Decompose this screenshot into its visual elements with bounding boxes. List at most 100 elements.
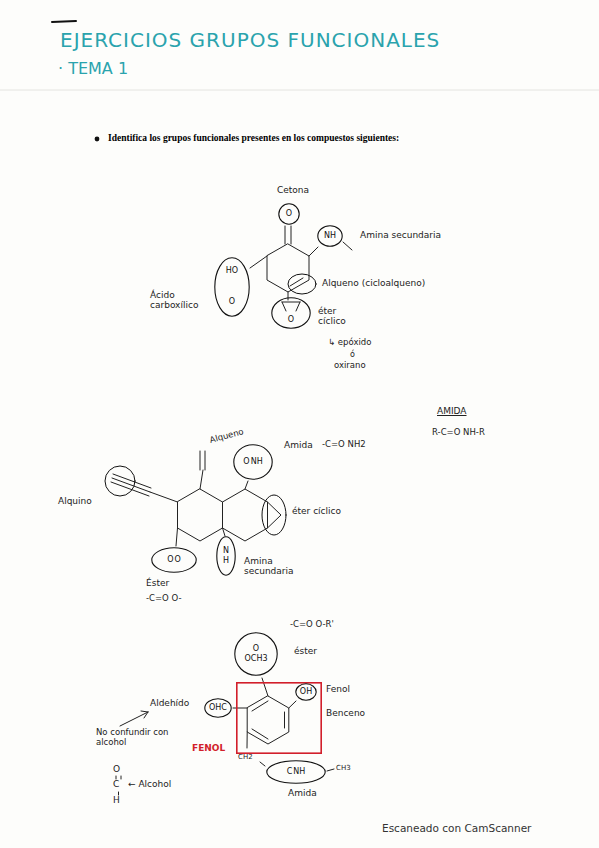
- atom-label: O: [167, 556, 173, 565]
- circle-border: [205, 699, 231, 717]
- annotation: -C=O NH2: [322, 440, 366, 450]
- atom-label: C: [287, 768, 293, 777]
- annotation: Fenol: [326, 684, 350, 694]
- circle-border: [267, 761, 325, 783]
- pen-stroke: [52, 21, 76, 22]
- annotation: H: [113, 795, 120, 805]
- circle-border: [279, 204, 299, 224]
- atom-label: NH: [293, 768, 305, 777]
- atom-label: O: [175, 556, 181, 565]
- annotation: R-C=O NH-R: [432, 428, 485, 438]
- annotation: Alquino: [58, 496, 92, 506]
- annotation: éter cíclico: [318, 306, 363, 327]
- amine-bonds: [309, 242, 352, 256]
- atom-label: OHC: [209, 704, 227, 713]
- ester-amine-bonds: [176, 528, 225, 546]
- epoxide-bonds: [282, 292, 300, 311]
- group-circle: O: [271, 297, 311, 329]
- acid-bond: [250, 256, 267, 268]
- benzene-double-bonds: [252, 701, 285, 739]
- circle-border: [217, 537, 235, 575]
- box-border: [237, 683, 321, 753]
- epoxide-bonds: [268, 502, 282, 528]
- annotation: O: [113, 764, 120, 774]
- group-circle: O: [278, 203, 300, 225]
- annotation: Benceno: [326, 708, 365, 718]
- group-circle: CNH: [266, 760, 326, 784]
- sheet-edge: [0, 90, 599, 91]
- alkene-double-bond: [290, 278, 303, 286]
- annotation: C: [113, 779, 119, 789]
- ring-bonds: [178, 489, 223, 541]
- annotation: Aldehído: [150, 698, 189, 708]
- topic-heading: · TEMA 1: [58, 60, 128, 78]
- atom-label: H: [223, 557, 229, 566]
- atom-label: O: [253, 645, 259, 654]
- instruction: Identifica los grupos funcionales presen…: [108, 133, 399, 144]
- annotation: AMIDA: [437, 406, 467, 416]
- atom-label: O: [243, 458, 249, 467]
- annotation: ó: [350, 350, 355, 359]
- annotation: Alqueno (cicloalqueno): [322, 278, 425, 288]
- group-circle: HO O: [214, 257, 250, 317]
- amide-bond: [245, 481, 248, 489]
- annotation: CH3: [336, 764, 351, 772]
- circle-border: [235, 633, 277, 675]
- ketone-bond: [285, 226, 291, 244]
- group-circle: NH: [317, 225, 343, 247]
- atom-label: O: [229, 298, 235, 307]
- atom-label: O: [286, 210, 292, 219]
- group-circle: ONH: [233, 444, 273, 480]
- annotation: oxirano: [334, 361, 366, 371]
- epoxide-mark: [262, 495, 286, 535]
- circle-border: [234, 445, 272, 479]
- atom-label: O: [288, 316, 294, 325]
- group-circle: NH: [216, 536, 236, 576]
- annotation: Ácido carboxílico: [150, 290, 210, 311]
- circle-outline: [214, 257, 250, 317]
- alkene-ring-mark: [288, 274, 316, 294]
- annotation: No confundir con alcohol: [96, 728, 178, 748]
- atom-label: HO: [226, 267, 238, 276]
- annotation: Amina secundaria: [244, 556, 306, 577]
- annotation: -C=O O-: [146, 594, 182, 604]
- box-heading: FENOL: [192, 744, 225, 754]
- atom-label: OCH3: [245, 655, 268, 664]
- circle-border: [318, 226, 342, 246]
- annotation: Cetona: [277, 185, 309, 195]
- alkyne-mark: [105, 466, 135, 496]
- circle-border: [272, 298, 310, 328]
- annotation: Éster: [146, 578, 169, 588]
- group-circle: OH: [295, 683, 317, 701]
- group-box: FENOLOH: [236, 682, 322, 754]
- annotation: Amida: [284, 440, 313, 450]
- atom-label: N: [223, 547, 229, 556]
- annotation: ← Alcohol: [128, 779, 171, 789]
- annotation: ↳ epóxido: [328, 338, 371, 348]
- annotation: CH2: [238, 753, 253, 761]
- atom-label: NH: [251, 458, 263, 467]
- scanner-watermark: Escaneado con CamScanner: [382, 822, 531, 834]
- circle-outline: [151, 547, 197, 573]
- circle-border: [152, 548, 196, 572]
- circle-border: [215, 258, 249, 316]
- circle-border: [296, 684, 316, 700]
- note-arrow: [120, 711, 148, 726]
- group-circle: OOCH3: [234, 632, 278, 676]
- annotation: éter cíclico: [292, 506, 341, 516]
- ring-bonds: [223, 489, 268, 541]
- annotation: éster: [294, 646, 317, 656]
- annotation: Amina secundaria: [360, 230, 441, 240]
- benzene-ring: [247, 696, 289, 744]
- atom-label: OH: [300, 688, 312, 697]
- alkyne-bond: [111, 474, 178, 502]
- annotation: Amida: [288, 788, 317, 798]
- atom-label: NH: [324, 232, 336, 241]
- annotation: -C=O O-R': [290, 620, 334, 630]
- group-circle: OHC: [204, 698, 232, 718]
- page-title: EJERCICIOS GRUPOS FUNCIONALES: [60, 28, 440, 52]
- alkene-bond: [200, 451, 205, 489]
